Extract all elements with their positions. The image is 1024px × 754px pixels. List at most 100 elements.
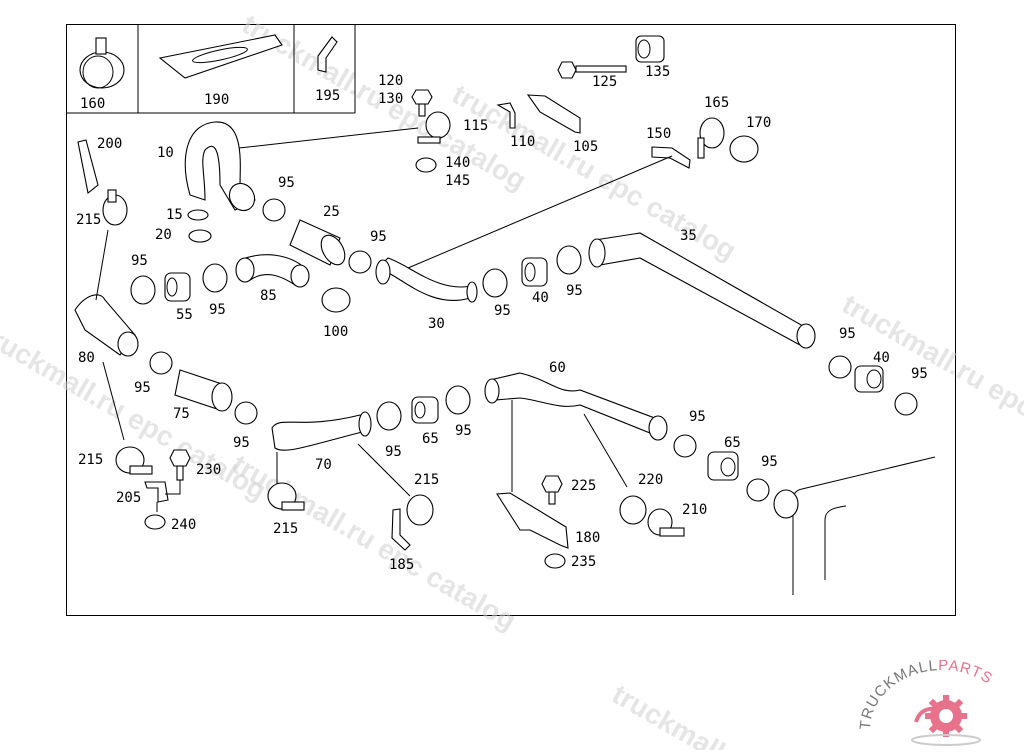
part-80-pipe[interactable] xyxy=(74,294,139,357)
part-205-bracket[interactable] xyxy=(144,481,169,503)
part-215-clamp[interactable] xyxy=(267,482,305,511)
callout-115: 115 xyxy=(463,118,488,134)
callout-235: 235 xyxy=(571,554,596,570)
part-95-clamp[interactable] xyxy=(376,401,402,431)
part-215-clamp[interactable] xyxy=(406,494,434,526)
callout-95: 95 xyxy=(370,229,387,245)
part-95-clamp[interactable] xyxy=(828,355,852,379)
part-240-nut[interactable] xyxy=(144,514,166,530)
part-95-clamp[interactable] xyxy=(262,198,286,222)
callout-85: 85 xyxy=(260,288,277,304)
part-120-130-bolt[interactable] xyxy=(411,89,433,117)
part-95-clamp[interactable] xyxy=(348,250,372,274)
part-215-clamp[interactable] xyxy=(115,446,153,475)
part-95-clamp[interactable] xyxy=(149,351,173,375)
part-65-sleeve[interactable] xyxy=(411,396,439,424)
callout-225: 225 xyxy=(571,478,596,494)
callout-185: 185 xyxy=(389,557,414,573)
part-70-pipe[interactable] xyxy=(271,411,372,451)
part-190-bracket[interactable] xyxy=(158,34,283,79)
part-95-clamp[interactable] xyxy=(894,392,918,416)
callout-55: 55 xyxy=(176,307,193,323)
part-105-bracket[interactable] xyxy=(526,94,581,134)
callout-95: 95 xyxy=(209,302,226,318)
part-210-clamp[interactable] xyxy=(647,508,685,537)
part-185-bracket[interactable] xyxy=(391,508,411,551)
callout-145: 145 xyxy=(445,173,470,189)
part-220-clamp[interactable] xyxy=(619,495,647,525)
callout-95: 95 xyxy=(131,253,148,269)
callout-130: 130 xyxy=(378,91,403,107)
callout-60: 60 xyxy=(549,360,566,376)
callout-20: 20 xyxy=(155,227,172,243)
inset-label-190: 190 xyxy=(204,92,229,108)
part-15-seal[interactable] xyxy=(187,209,209,221)
callout-95: 95 xyxy=(689,409,706,425)
part-40-sleeve[interactable] xyxy=(854,365,884,393)
part-195-bracket[interactable] xyxy=(317,36,338,73)
callout-205: 205 xyxy=(116,490,141,506)
callout-95: 95 xyxy=(233,435,250,451)
part-60-pipe[interactable] xyxy=(484,372,668,441)
callout-230: 230 xyxy=(196,462,221,478)
part-200-bracket[interactable] xyxy=(77,139,99,194)
callout-110: 110 xyxy=(510,134,535,150)
part-65-sleeve[interactable] xyxy=(707,451,739,481)
callout-95: 95 xyxy=(455,423,472,439)
part-95-clamp[interactable] xyxy=(202,263,228,293)
part-150-bracket[interactable] xyxy=(651,146,691,169)
part-215-clamp[interactable] xyxy=(102,189,128,226)
callout-150: 150 xyxy=(646,126,671,142)
part-35-pipe[interactable] xyxy=(588,232,816,349)
inset-label-195: 195 xyxy=(315,88,340,104)
callout-165: 165 xyxy=(704,95,729,111)
part-160-clamp[interactable] xyxy=(79,37,125,89)
part-10-hose[interactable] xyxy=(184,121,259,215)
watermark: truckmall.ru epc catalog xyxy=(227,448,521,636)
part-40-sleeve[interactable] xyxy=(521,257,548,287)
callout-35: 35 xyxy=(680,228,697,244)
part-170-clamp[interactable] xyxy=(729,135,759,163)
callout-120: 120 xyxy=(378,73,403,89)
part-95-clamp[interactable] xyxy=(445,385,471,415)
part-95-clamp[interactable] xyxy=(130,275,156,305)
callout-135: 135 xyxy=(645,64,670,80)
part-85-elbow[interactable] xyxy=(235,254,310,288)
part-55-sleeve[interactable] xyxy=(164,272,191,302)
callout-95: 95 xyxy=(278,175,295,191)
diagram-frame xyxy=(66,24,956,616)
part-180-bracket[interactable] xyxy=(496,492,569,549)
callout-80: 80 xyxy=(78,350,95,366)
part-125-bolt[interactable] xyxy=(557,61,627,79)
leader-lines xyxy=(95,127,673,512)
radiator-outline xyxy=(773,456,936,595)
truckmallparts-logo: TRUCKMALLPARTS xyxy=(857,657,1024,750)
part-30-pipe[interactable] xyxy=(375,257,478,303)
part-225-bolt[interactable] xyxy=(541,475,563,505)
part-95-clamp[interactable] xyxy=(482,268,508,298)
part-75-bellows[interactable] xyxy=(174,369,233,412)
part-135-sleeve[interactable] xyxy=(635,35,665,63)
part-110-bracket[interactable] xyxy=(496,102,516,129)
part-95-clamp[interactable] xyxy=(673,434,697,458)
part-140-145-nut[interactable] xyxy=(415,157,437,173)
part-20-clamp[interactable] xyxy=(188,229,212,243)
part-95-clamp[interactable] xyxy=(556,245,582,275)
part-100-clamp[interactable] xyxy=(321,287,351,313)
callout-215: 215 xyxy=(76,212,101,228)
part-95-clamp[interactable] xyxy=(746,478,770,502)
inset-box: 160 190 195 xyxy=(67,25,356,114)
part-25-bellows[interactable] xyxy=(289,219,350,269)
part-165-clamp[interactable] xyxy=(697,117,725,159)
callout-220: 220 xyxy=(638,472,663,488)
part-95-clamp[interactable] xyxy=(234,401,258,425)
callout-25: 25 xyxy=(323,204,340,220)
part-235-nut[interactable] xyxy=(544,553,566,569)
part-115-clamp[interactable] xyxy=(417,111,451,144)
part-230-bolt[interactable] xyxy=(169,449,191,481)
callout-140: 140 xyxy=(445,155,470,171)
callout-95: 95 xyxy=(494,303,511,319)
callout-30: 30 xyxy=(428,316,445,332)
callout-210: 210 xyxy=(682,502,707,518)
callout-15: 15 xyxy=(166,207,183,223)
